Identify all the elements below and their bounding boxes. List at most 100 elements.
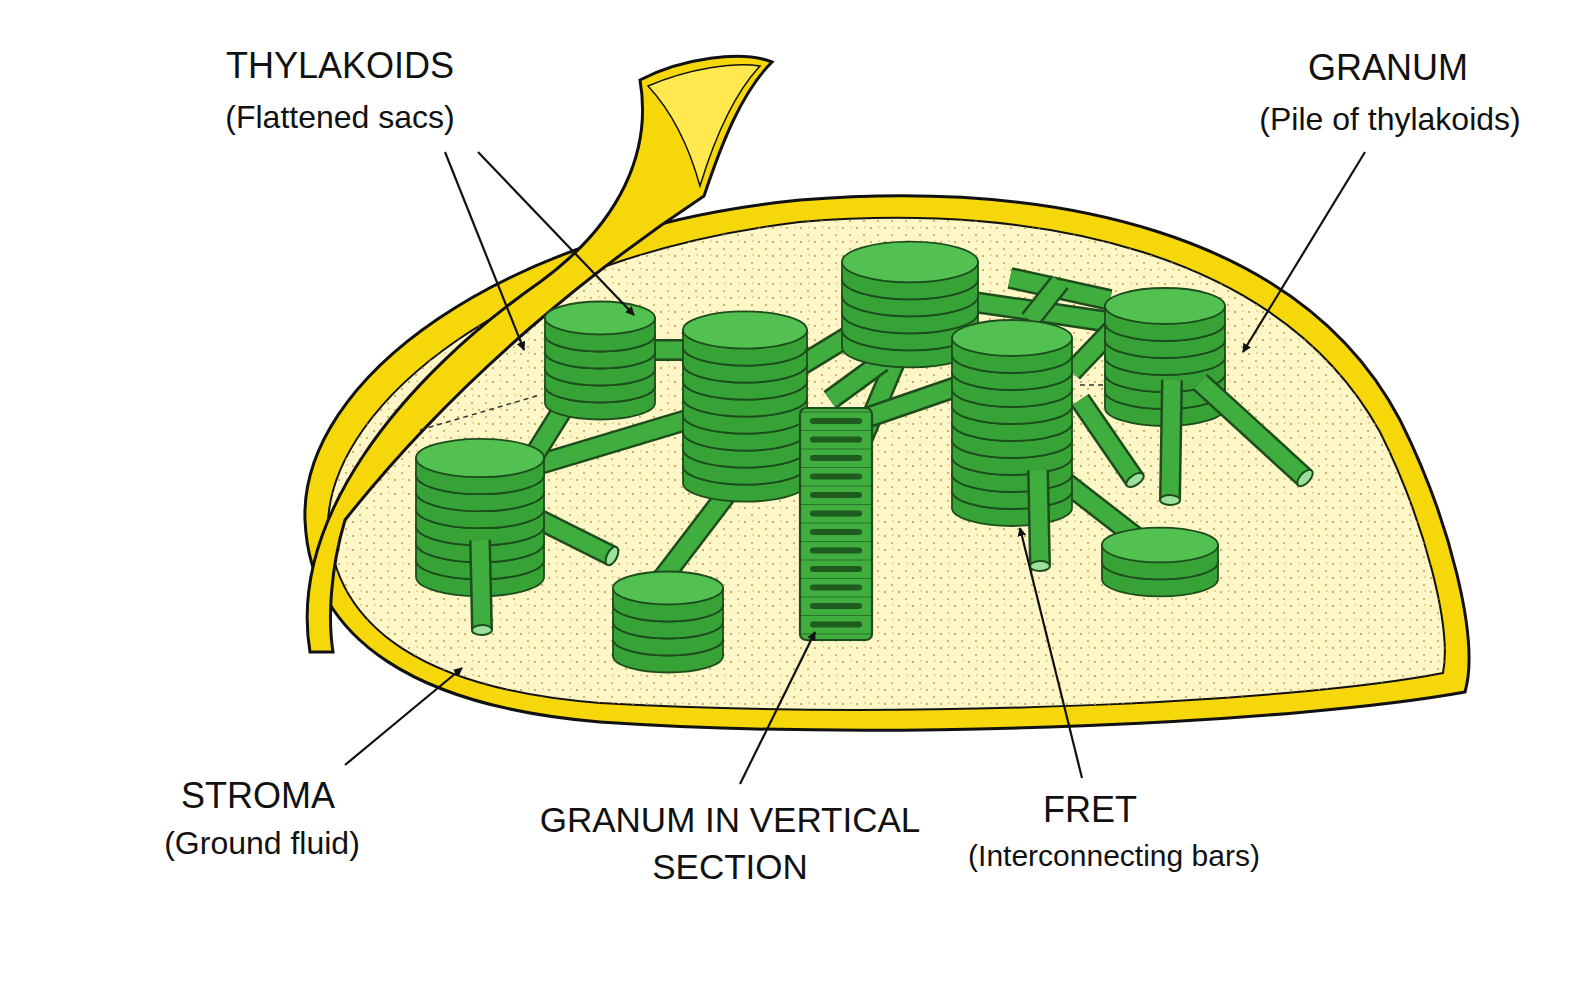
fret-outline [1038,470,1040,566]
envelope-flap-inner [648,65,760,186]
membrane-gap [420,395,540,430]
fret-body [1200,382,1305,478]
section-line [800,560,872,561]
granum-stack [952,320,1072,526]
granum-stack [613,572,723,673]
thylakoid-top [613,572,723,605]
fret-opening [603,545,621,567]
leader-line [1020,528,1082,778]
fret-body [860,385,962,420]
thylakoid-lumen [810,437,862,443]
fret-body [1038,470,1040,566]
thylakoid-top [1105,288,1225,324]
leader-line [740,632,815,784]
thylakoid-top [842,242,978,283]
section-line [800,523,872,524]
thylakoid-lumen [810,548,862,554]
fret-tube [1030,470,1050,571]
fret-group [472,380,1316,635]
fret-outline [540,520,612,556]
thylakoid-lumen [810,566,862,572]
fret-tube [1160,380,1180,505]
thylakoid-lumen [810,455,862,461]
granum-group [416,242,1225,673]
fret-body [1170,380,1172,500]
thylakoid-disc [683,311,807,365]
fret-opening [1124,470,1146,490]
fret-body [1030,282,1060,320]
part-description: (Pile of thylakoids) [1259,98,1520,141]
thylakoid-top [952,320,1072,356]
section-line [800,578,872,579]
fret-tube [472,540,492,635]
thylakoid-lumen [810,603,862,609]
thylakoid-lumen [810,418,862,424]
fret-outline [480,540,482,630]
part-name: GRANUM [1308,44,1468,93]
thylakoid-lumen [810,622,862,628]
leader-lines [345,152,1365,784]
thylakoid-disc [952,320,1072,373]
section-body [800,408,872,640]
section-line [800,634,872,635]
granum-stack [683,311,807,501]
fret-opening [1030,561,1050,571]
thylakoid-lumen [810,585,862,591]
leader-line [345,668,462,765]
section-line [800,467,872,468]
section-line [800,597,872,598]
fret-body [830,362,882,400]
thylakoid-disc [545,302,655,352]
section-line [800,615,872,616]
section-line [800,504,872,505]
fret-opening [1160,495,1180,505]
thylakoid-lumen [810,492,862,498]
thylakoid-disc [1102,528,1218,580]
fret-body [540,520,612,556]
part-description: (Flattened sacs) [225,96,454,139]
thylakoid-disc [416,439,544,494]
fret-outline [860,385,962,420]
thylakoid-lumen [810,511,862,517]
part-name: FRET [1043,786,1137,835]
leader-line [445,152,524,350]
section-line [800,430,872,431]
fret-tube [1030,282,1060,320]
part-name: THYLAKOIDS [226,42,454,91]
granum-stack [545,302,655,420]
thylakoid-top [683,311,807,348]
stroma [328,218,1445,710]
section-line [800,486,872,487]
leader-line [478,152,634,315]
granum-section [800,408,872,640]
stroma-granules [328,218,1445,710]
fret-outline [830,362,882,400]
thylakoid-disc [1105,288,1225,341]
fret-tube [860,385,962,420]
section-line [800,412,872,413]
leader-line [1243,152,1365,352]
part-name: STROMA [181,772,335,821]
fret-outline [1170,380,1172,500]
fret-outline [1200,382,1305,478]
fret-tube [1200,382,1315,489]
fret-body [480,540,482,630]
part-description: (Ground fluid) [164,822,360,865]
fret-opening [472,625,492,635]
part-description: (Interconnecting bars) [968,836,1260,877]
thylakoid-top [1102,528,1218,563]
fret-tube [540,520,621,567]
thylakoid-disc [613,572,723,622]
thylakoid-top [416,439,544,477]
granum-stack [1102,528,1218,597]
fret-outline [1030,282,1060,320]
thylakoid-disc [842,242,978,300]
part-name: GRANUM IN VERTICAL SECTION [534,796,926,891]
thylakoid-top [545,302,655,335]
fret-tube [830,362,882,400]
section-line [800,541,872,542]
thylakoid-lumen [810,529,862,535]
thylakoid-lumen [810,474,862,480]
section-line [800,449,872,450]
